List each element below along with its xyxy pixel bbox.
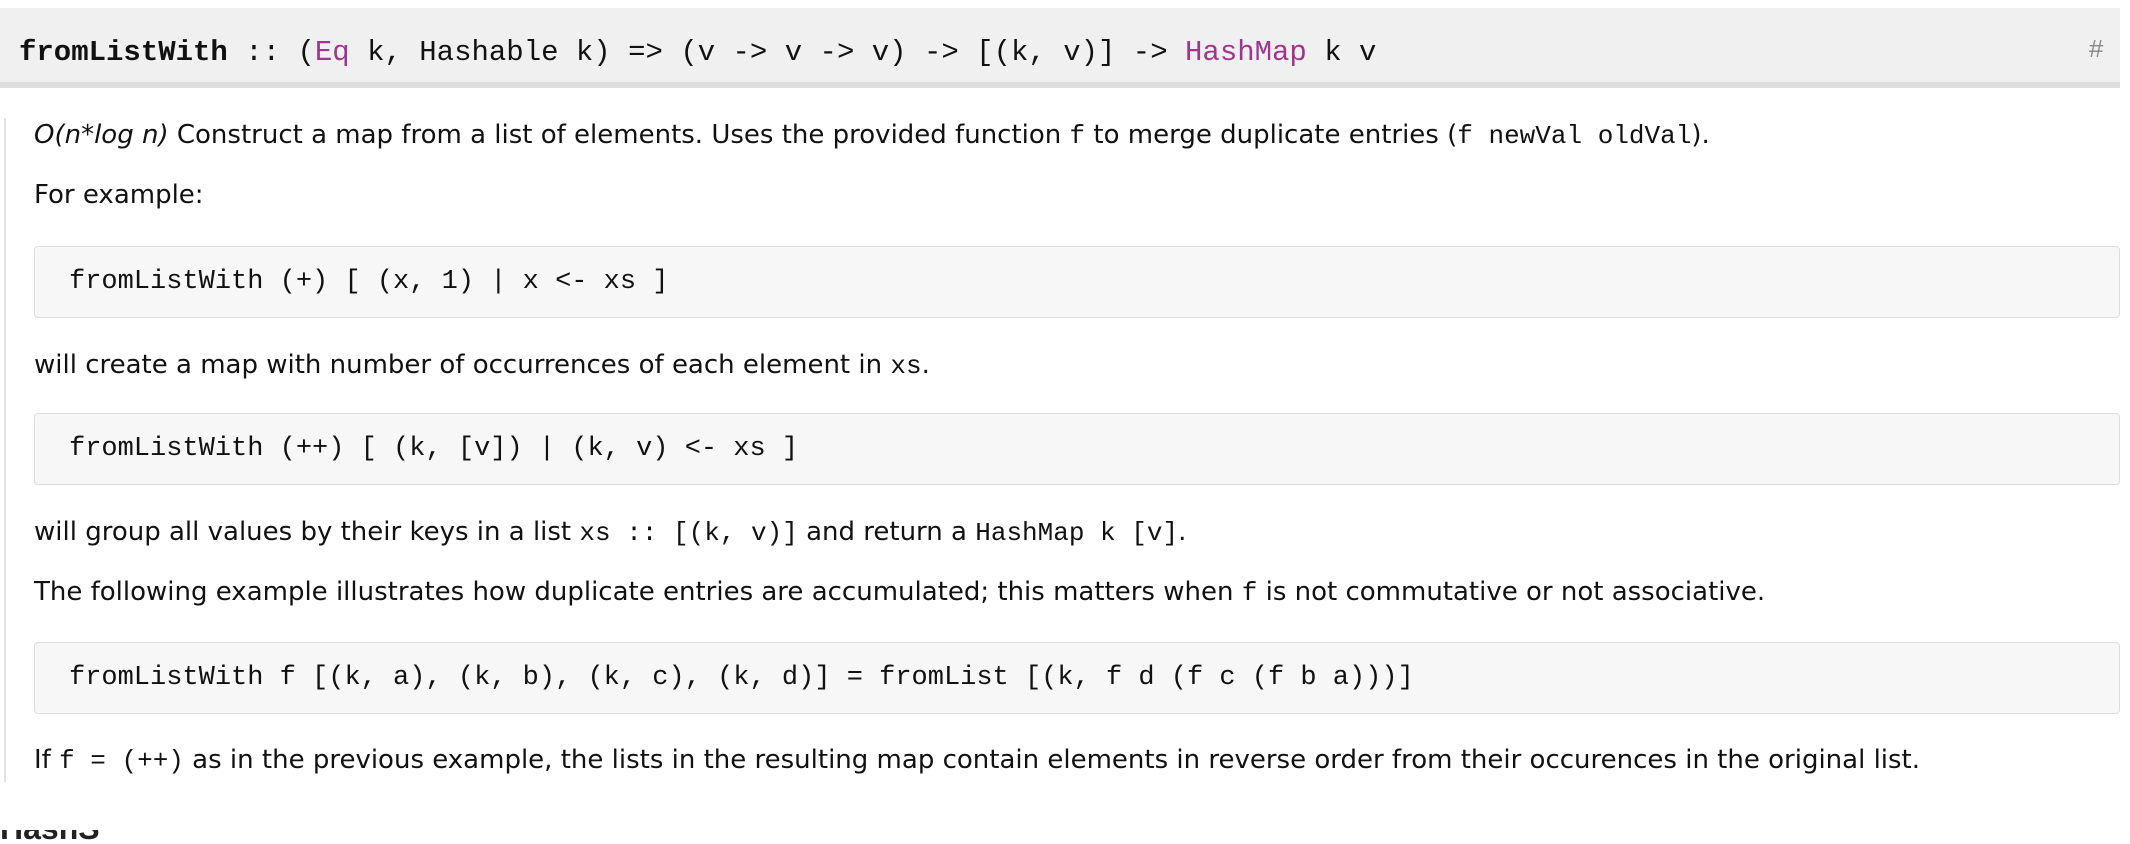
explanation-paragraph-1: will create a map with number of occurre…	[34, 348, 930, 383]
example-label: For example:	[34, 180, 204, 210]
code-example-2: fromListWith (++) [ (k, [v]) | (k, v) <-…	[34, 413, 2120, 485]
inline-code: xs :: [(k, v)]	[579, 518, 798, 548]
explanation-paragraph-3: The following example illustrates how du…	[34, 575, 1765, 610]
inline-code: HashMap k [v]	[975, 518, 1179, 548]
paragraph-text: .	[921, 350, 930, 380]
code-text: fromListWith (++) [ (k, [v]) | (k, v) <-…	[69, 434, 799, 464]
code-example-3: fromListWith f [(k, a), (k, b), (k, c), …	[34, 642, 2120, 714]
paragraph-text: .	[1178, 517, 1187, 547]
paragraph-text: Construct a map from a list of elements.…	[168, 120, 1070, 150]
anchor-link[interactable]: #	[2088, 35, 2104, 65]
inline-code: f	[1069, 121, 1086, 151]
code-text: fromListWith (+) [ (x, 1) | x <- xs ]	[69, 267, 669, 297]
code-text: fromListWith f [(k, a), (k, b), (k, c), …	[69, 663, 1414, 693]
heading-text: HashS	[0, 830, 120, 844]
left-border	[4, 118, 6, 782]
paragraph-text: to merge duplicate entries (	[1085, 120, 1458, 150]
type-signature: fromListWith :: (Eq k, Hashable k) => (v…	[19, 37, 1376, 69]
explanation-paragraph-4: If f = (++) as in the previous example, …	[34, 743, 1920, 778]
explanation-paragraph-2: will group all values by their keys in a…	[34, 515, 1186, 550]
paragraph-text: will create a map with number of occurre…	[34, 350, 891, 380]
paragraph-text: If	[34, 745, 60, 775]
signature-text: k, Hashable k) => (v -> v -> v) -> [(k, …	[349, 36, 1186, 69]
paragraph-text: The following example illustrates how du…	[34, 577, 1242, 607]
inline-code: f newVal oldVal	[1457, 121, 1692, 151]
function-signature-bar: fromListWith :: (Eq k, Hashable k) => (v…	[0, 8, 2120, 88]
next-section-heading: HashS	[0, 830, 120, 844]
paragraph-text: will group all values by their keys in a…	[34, 517, 580, 547]
paragraph-text: as in the previous example, the lists in…	[183, 745, 1921, 775]
code-example-1: fromListWith (+) [ (x, 1) | x <- xs ]	[34, 246, 2120, 318]
inline-code: f	[1241, 578, 1258, 608]
hashmap-type-link[interactable]: HashMap	[1185, 36, 1307, 69]
description-paragraph: O(n*log n) Construct a map from a list o…	[34, 118, 1710, 153]
inline-code: xs	[890, 351, 922, 381]
eq-class-link[interactable]: Eq	[314, 36, 350, 69]
signature-text: k v	[1306, 36, 1377, 69]
documentation-body: O(n*log n) Construct a map from a list o…	[0, 118, 2120, 784]
paragraph-text: is not commutative or not associative.	[1257, 577, 1766, 607]
function-name: fromListWith	[19, 36, 228, 69]
inline-code: f = (++)	[59, 746, 184, 776]
signature-text: :: (	[227, 36, 315, 69]
paragraph-text: ).	[1691, 120, 1710, 150]
complexity-note: O(n*log n)	[34, 120, 169, 150]
paragraph-text: and return a	[797, 517, 976, 547]
